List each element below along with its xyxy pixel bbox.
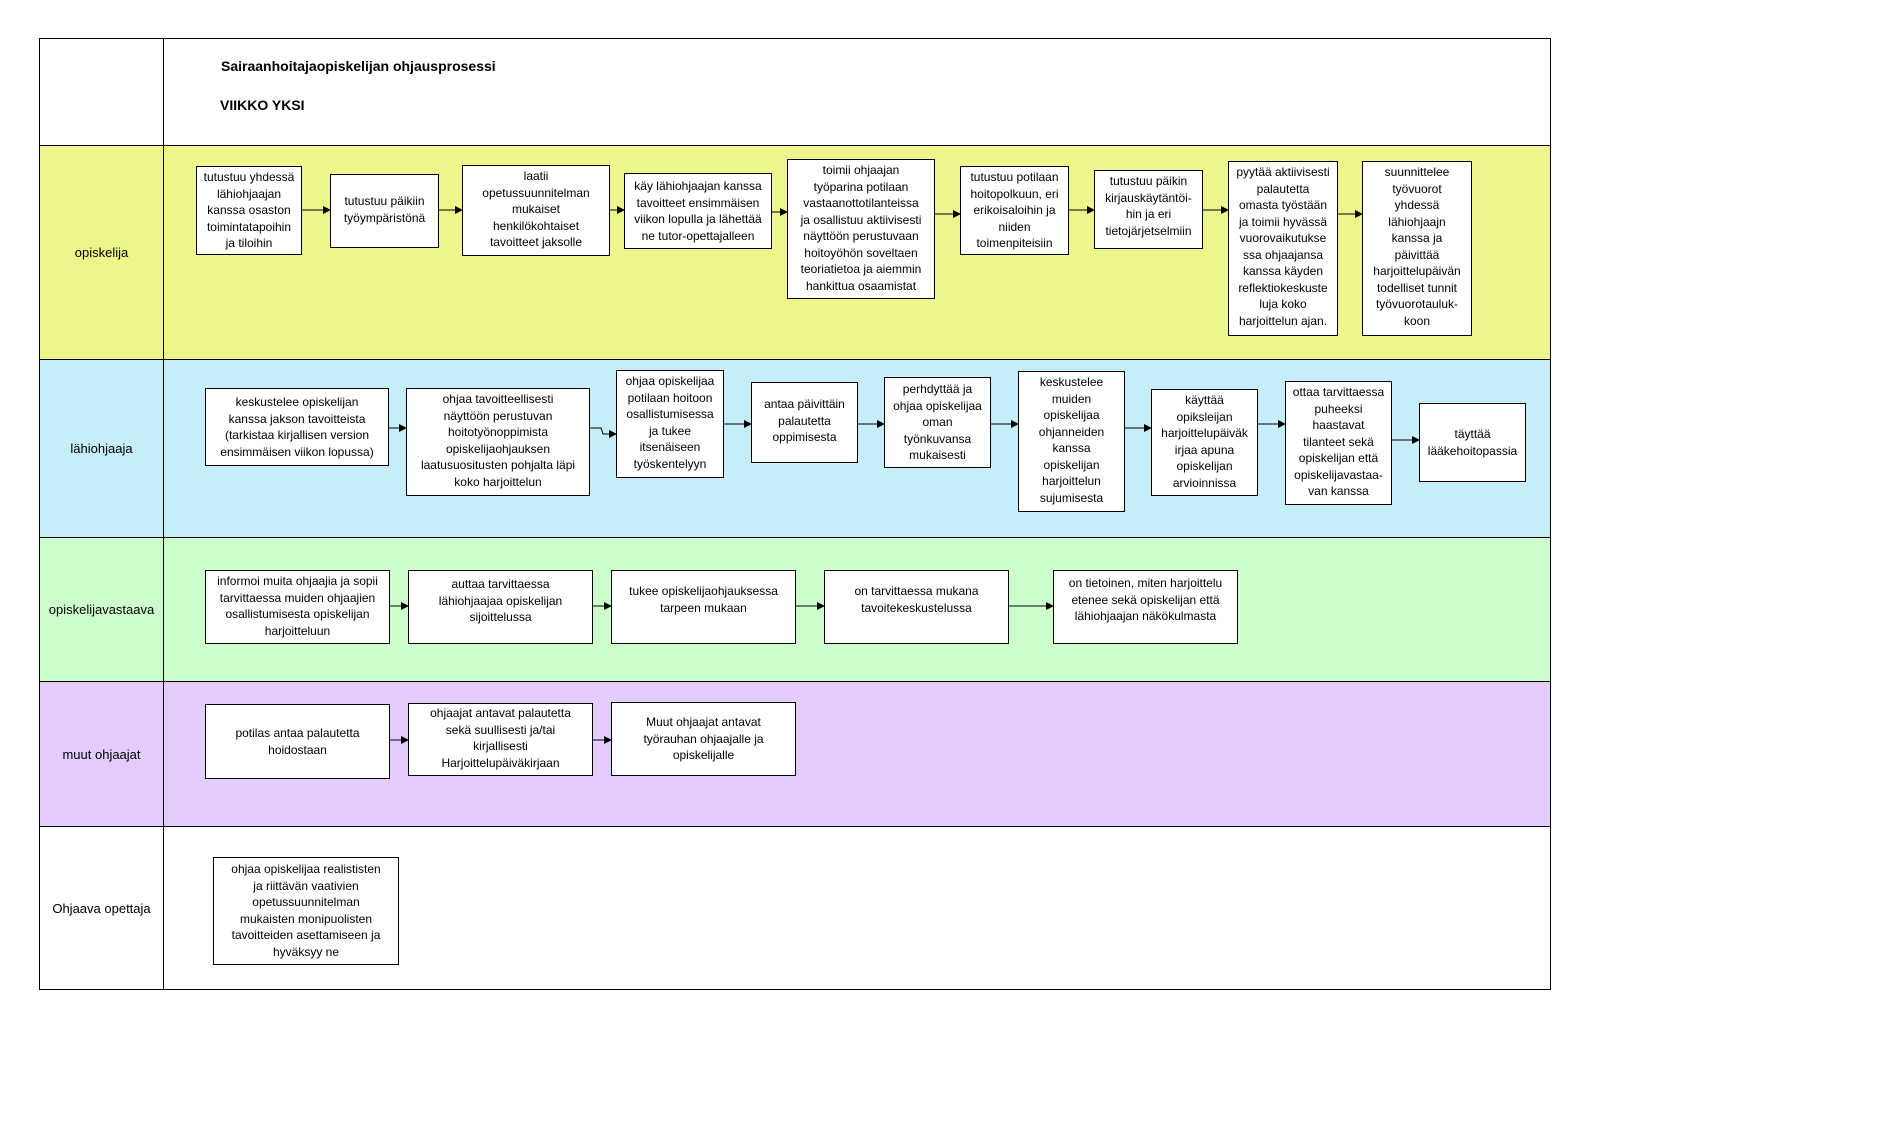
step-box: ottaa tarvittaessa puheeksi haastavat ti… bbox=[1285, 381, 1392, 505]
step-box: informoi muita ohjaajia ja sopii tarvitt… bbox=[205, 570, 390, 644]
step-box: on tarvittaessa mukana tavoitekeskustelu… bbox=[824, 570, 1009, 644]
lane-label-muut-ohjaajat: muut ohjaajat bbox=[62, 746, 141, 762]
step-box: pyytää aktiivisesti palautetta omasta ty… bbox=[1228, 161, 1338, 336]
step-box: toimii ohjaajan työparina potilaan vasta… bbox=[787, 159, 935, 299]
step-box: keskustelee opiskelijan kanssa jakson ta… bbox=[205, 388, 389, 466]
step-box: käy lähiohjaajan kanssa tavoitteet ensim… bbox=[624, 173, 772, 249]
label-column-divider bbox=[163, 38, 164, 990]
step-box: tutustuu päikin kirjauskäytäntöi- hin ja… bbox=[1094, 170, 1203, 249]
step-box: käyttää opiksleijan harjoittelupäiväk ir… bbox=[1151, 389, 1258, 496]
step-box: tutustuu päikiin työympäristönä bbox=[330, 174, 439, 248]
step-box: tutustuu potilaan hoitopolkuun, eri erik… bbox=[960, 166, 1069, 255]
step-box: antaa päivittäin palautetta oppimisesta bbox=[751, 382, 858, 463]
step-box: ohjaa opiskelijaa potilaan hoitoon osall… bbox=[616, 370, 724, 478]
step-box: keskustelee muiden opiskelijaa ohjanneid… bbox=[1018, 371, 1125, 512]
step-box: tutustuu yhdessä lähiohjaajan kanssa osa… bbox=[196, 166, 302, 255]
step-box: laatii opetussuunnitelman mukaiset henki… bbox=[462, 165, 610, 256]
step-box: ohjaa tavoitteellisesti näyttöön perustu… bbox=[406, 388, 590, 496]
step-box: on tietoinen, miten harjoittelu etenee s… bbox=[1053, 570, 1238, 644]
step-box: täyttää lääkehoitopassia bbox=[1419, 403, 1526, 482]
lane-label-opiskelijavastaava: opiskelijavastaava bbox=[48, 602, 155, 617]
step-box: perhdyttää ja ohjaa opiskelijaa oman työ… bbox=[884, 377, 991, 468]
step-box: potilas antaa palautetta hoidostaan bbox=[205, 704, 390, 779]
lane-label-lahiohjaaja: lähiohjaaja bbox=[70, 441, 133, 456]
diagram-subtitle: VIIKKO YKSI bbox=[220, 97, 305, 113]
step-box: suunnittelee työvuorot yhdessä lähiohjaa… bbox=[1362, 161, 1472, 336]
step-box: Muut ohjaajat antavat työrauhan ohjaajal… bbox=[611, 702, 796, 776]
step-box: auttaa tarvittaessa lähiohjaajaa opiskel… bbox=[408, 570, 593, 644]
diagram-title: Sairaanhoitajaopiskelijan ohjausprosessi bbox=[221, 58, 496, 74]
outer-border bbox=[39, 38, 1551, 990]
step-box: ohjaa opiskelijaa realististen ja riittä… bbox=[213, 857, 399, 965]
lane-label-opiskelija: opiskelija bbox=[74, 245, 129, 260]
lane-label-ohjaava-opettaja: Ohjaava opettaja bbox=[52, 900, 151, 916]
step-box: ohjaajat antavat palautetta sekä suullis… bbox=[408, 703, 593, 776]
step-box: tukee opiskelijaohjauksessa tarpeen muka… bbox=[611, 570, 796, 644]
